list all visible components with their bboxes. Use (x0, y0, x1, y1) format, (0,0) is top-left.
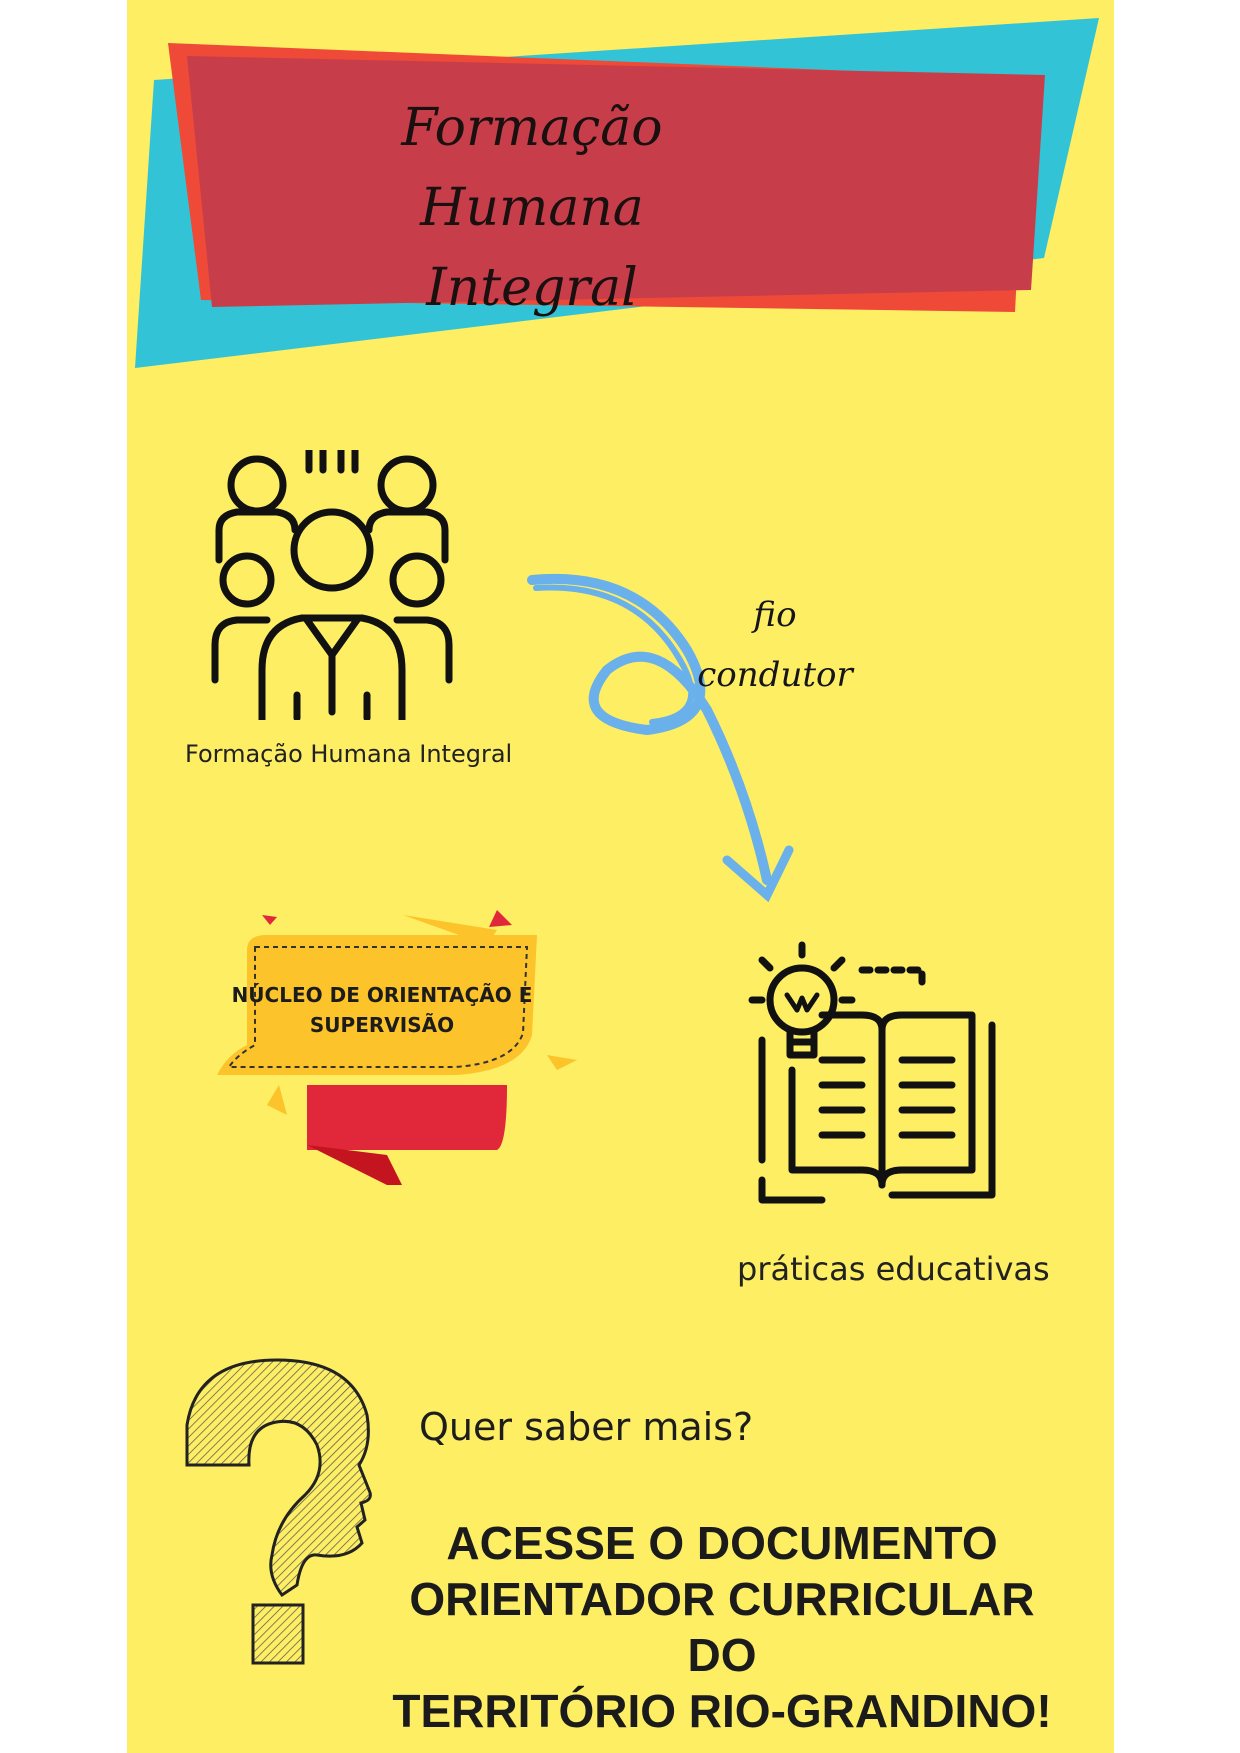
page-title: Formação Humana Integral (292, 88, 772, 328)
badge-line-1: NÚCLEO DE ORIENTAÇÃO E (231, 983, 533, 1007)
badge-line-2: SUPERVISÃO (309, 1013, 455, 1037)
infographic-poster: Formação Humana Integral Formação Humana… (127, 0, 1114, 1753)
title-banner (135, 18, 1099, 368)
call-to-action-text: ACESSE O DOCUMENTO ORIENTADOR CURRICULAR… (372, 1515, 1072, 1739)
curly-arrow-icon (527, 573, 794, 903)
title-line-2: Integral (426, 258, 638, 318)
connector-line-2: condutor (697, 655, 853, 695)
people-label: Formação Humana Integral (185, 740, 513, 768)
ribbon-badge (217, 910, 577, 1185)
badge-text: NÚCLEO DE ORIENTAÇÃO E SUPERVISÃO (227, 980, 537, 1040)
cta-line-1: ACESSE O DOCUMENTO (446, 1517, 998, 1569)
book-lightbulb-icon (748, 941, 996, 1204)
practices-label: práticas educativas (737, 1250, 1050, 1288)
question-label: Quer saber mais? (419, 1405, 754, 1449)
question-head-icon (185, 1358, 372, 1665)
connector-line-1: fio (753, 595, 797, 635)
cta-line-2: ORIENTADOR CURRICULAR DO (409, 1573, 1035, 1681)
connector-label: fio condutor (695, 585, 855, 705)
cta-line-3: TERRITÓRIO RIO-GRANDINO! (392, 1685, 1052, 1737)
group-of-people-icon (211, 450, 453, 720)
title-line-1: Formação Humana (401, 98, 663, 238)
